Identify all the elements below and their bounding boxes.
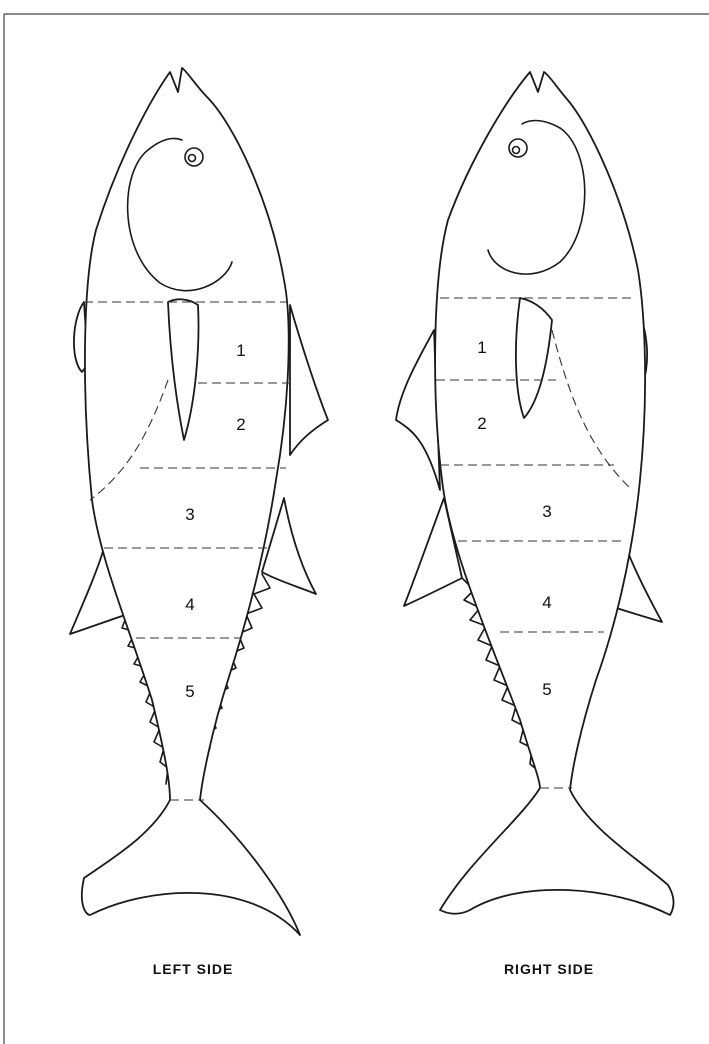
right-side-caption: RIGHT SIDE xyxy=(504,961,594,977)
right-fish-segment-1: 1 xyxy=(477,338,486,357)
right-fish-segment-3: 3 xyxy=(542,502,551,521)
right-fish-segment-5: 5 xyxy=(542,680,551,699)
left-fish-segment-1: 1 xyxy=(236,341,245,360)
right-fish-segment-2: 2 xyxy=(477,414,486,433)
left-side-caption: LEFT SIDE xyxy=(153,961,234,977)
left-fish-segment-3: 3 xyxy=(185,505,194,524)
left-fish-segment-2: 2 xyxy=(236,415,245,434)
left-fish-segment-5: 5 xyxy=(185,682,194,701)
left-fish-segment-4: 4 xyxy=(185,595,194,614)
right-fish-segment-4: 4 xyxy=(542,593,551,612)
